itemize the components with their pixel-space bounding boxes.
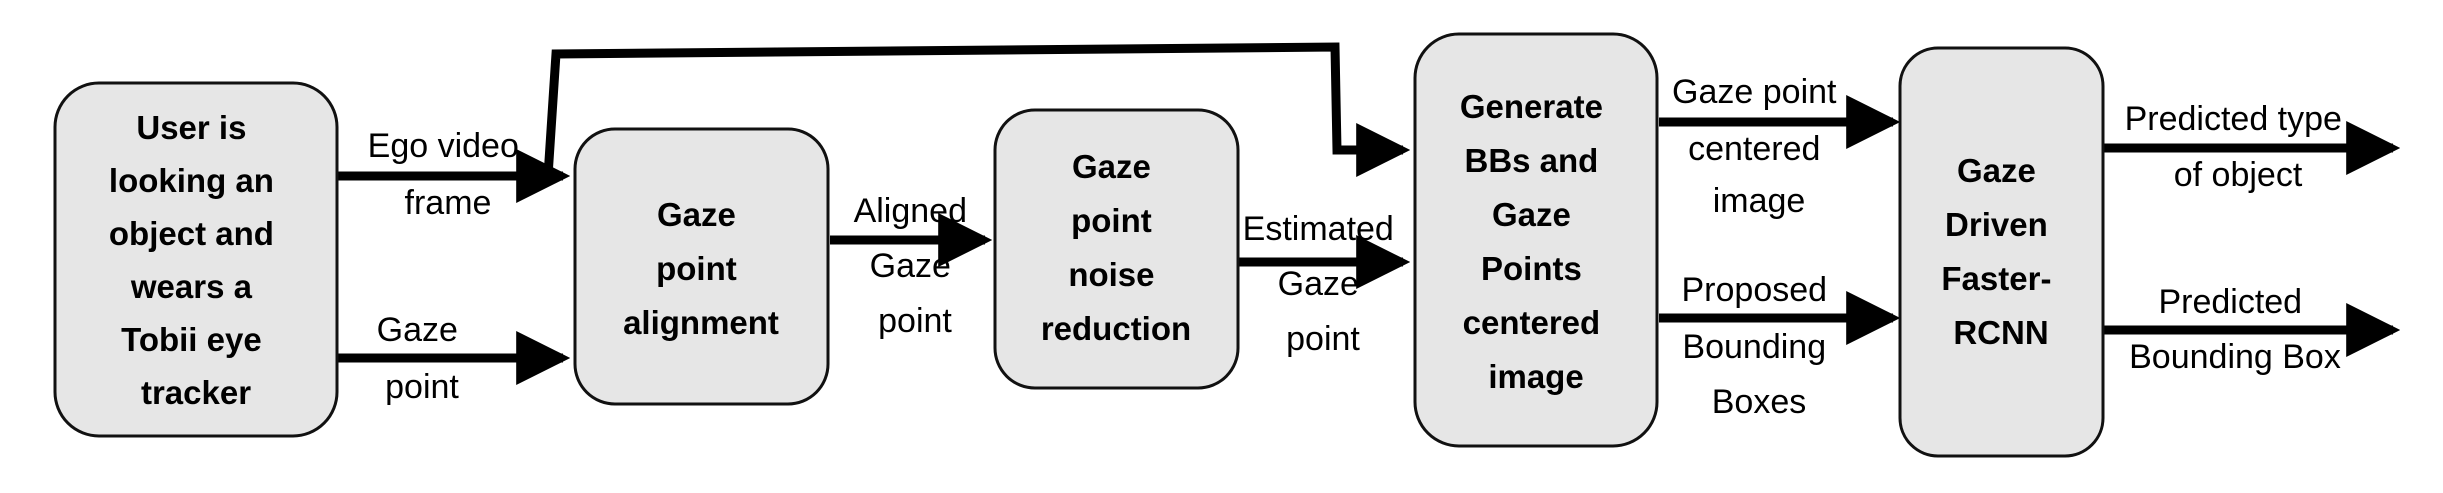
- predicted-box-label: Predicted Bounding Box: [2129, 283, 2341, 376]
- gaze-alignment-box: Gaze point alignment: [573, 127, 830, 406]
- proposed-boxes-label: Proposed Bounding Boxes: [1682, 271, 1837, 421]
- faster-rcnn-box-label: Gaze Driven Faster- RCNN: [1941, 152, 2060, 351]
- noise-reduction-box-label: Gaze point noise reduction: [1041, 148, 1191, 347]
- gaze-centered-image-label: Gaze point centered image: [1672, 73, 1846, 220]
- user-box-label: User is looking an object and wears a To…: [109, 109, 283, 411]
- estimated-gaze-label: Estimated Gaze point: [1243, 210, 1404, 358]
- aligned-gaze-label: Aligned Gaze point: [854, 192, 977, 340]
- faster-rcnn-box: Gaze Driven Faster- RCNN: [1898, 46, 2105, 458]
- connectors: [337, 42, 2401, 385]
- gaze-alignment-box-label: Gaze point alignment: [623, 196, 779, 341]
- ego-video-label: Ego video frame: [368, 127, 529, 222]
- bypass-frame-arrow: [543, 42, 1411, 177]
- generate-bbs-box-label: Generate BBs and Gaze Points centered im…: [1460, 88, 1612, 395]
- gaze-point-input-label: Gaze point: [377, 311, 468, 406]
- user-box: User is looking an object and wears a To…: [53, 81, 339, 438]
- predicted-type-label: Predicted type of object: [2125, 100, 2352, 194]
- noise-reduction-box: Gaze point noise reduction: [993, 108, 1240, 390]
- generate-bbs-box: Generate BBs and Gaze Points centered im…: [1413, 32, 1659, 448]
